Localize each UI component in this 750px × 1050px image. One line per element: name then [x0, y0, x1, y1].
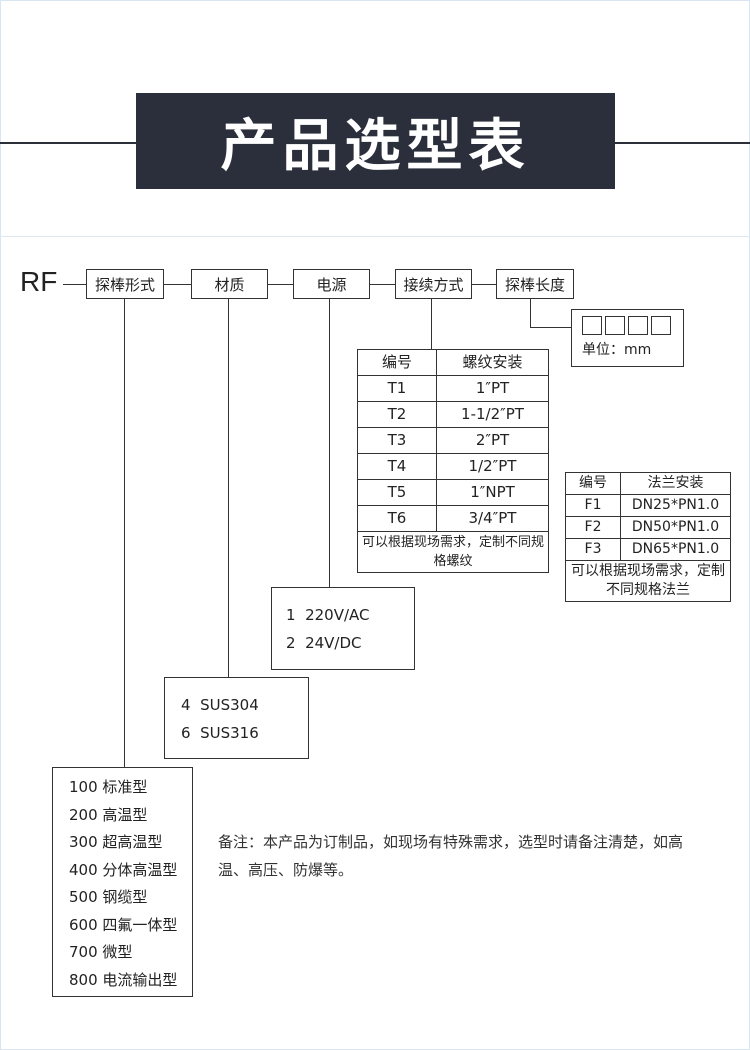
material-option: 4 SUS304 [181, 696, 259, 714]
flange-code: F1 [565, 494, 621, 517]
page-title: 产品选型表 [136, 93, 615, 189]
form-option: 600 四氟一体型 [69, 915, 178, 934]
field-connection: 接续方式 [395, 269, 472, 299]
connector-line [472, 284, 496, 285]
flange-spec: DN50*PN1.0 [620, 516, 731, 539]
remark-text: 备注：本产品为订制品，如现场有特殊需求，选型时请备注清楚，如高温、高压、防爆等。 [218, 833, 684, 879]
thread-spec: 1-1/2″PT [436, 401, 549, 428]
form-option: 200 高温型 [69, 805, 148, 824]
connector-line [370, 284, 395, 285]
power-options-box: 1 220V/AC 2 24V/DC [271, 587, 415, 670]
connector-line [164, 284, 191, 285]
model-prefix: RF [20, 266, 58, 297]
digit-box [582, 316, 602, 335]
connector-line [63, 284, 86, 285]
table-header: 编号 [357, 349, 437, 376]
leader-material [228, 299, 229, 677]
table-header: 法兰安装 [620, 472, 731, 495]
thread-spec: 3/4″PT [436, 505, 549, 532]
leader-probe-form [124, 299, 125, 767]
form-option: 100 标准型 [69, 778, 148, 796]
form-option: 300 超高温型 [69, 833, 163, 851]
section-divider [0, 236, 750, 237]
flange-code: F3 [565, 538, 621, 561]
table-header: 螺纹安装 [436, 349, 549, 376]
flange-code: F2 [565, 516, 621, 539]
form-options-box: 100 标准型 200 高温型 300 超高温型 400 分体高温型 500 钢… [52, 767, 193, 997]
thread-spec: 1″PT [436, 375, 549, 402]
field-power: 电源 [293, 269, 370, 299]
form-option: 500 钢缆型 [69, 888, 148, 906]
flange-spec: DN65*PN1.0 [620, 538, 731, 561]
power-option: 2 24V/DC [286, 634, 362, 652]
digit-box [628, 316, 648, 335]
leader-power [329, 299, 330, 587]
length-digit-squares [582, 316, 683, 336]
thread-spec: 2″PT [436, 427, 549, 454]
thread-code: T4 [357, 453, 437, 480]
leader-connection [431, 299, 432, 349]
flange-note: 可以根据现场需求，定制不同规格法兰 [565, 560, 731, 602]
length-box: 单位：mm [571, 309, 684, 367]
digit-box [605, 316, 625, 335]
leader-length-h [530, 327, 571, 328]
thread-note: 可以根据现场需求，定制不同规格螺纹 [357, 531, 549, 573]
connector-line [268, 284, 293, 285]
field-probe-form: 探棒形式 [86, 269, 164, 299]
field-material: 材质 [191, 269, 268, 299]
material-options-box: 4 SUS304 6 SUS316 [164, 677, 309, 759]
digit-box [651, 316, 671, 335]
material-option: 6 SUS316 [181, 724, 259, 742]
thread-code: T1 [357, 375, 437, 402]
thread-spec: 1/2″PT [436, 453, 549, 480]
thread-code: T6 [357, 505, 437, 532]
field-probe-length: 探棒长度 [496, 269, 574, 299]
form-option: 400 分体高温型 [69, 860, 178, 879]
form-option: 800 电流输出型 [69, 970, 178, 989]
thread-code: T5 [357, 479, 437, 506]
form-option: 700 微型 [69, 943, 133, 961]
power-option: 1 220V/AC [286, 606, 370, 624]
leader-length-v [530, 299, 531, 327]
flange-spec: DN25*PN1.0 [620, 494, 731, 517]
thread-code: T2 [357, 401, 437, 428]
table-header: 编号 [565, 472, 621, 495]
thread-spec: 1″NPT [436, 479, 549, 506]
length-unit: 单位：mm [582, 342, 652, 358]
thread-code: T3 [357, 427, 437, 454]
